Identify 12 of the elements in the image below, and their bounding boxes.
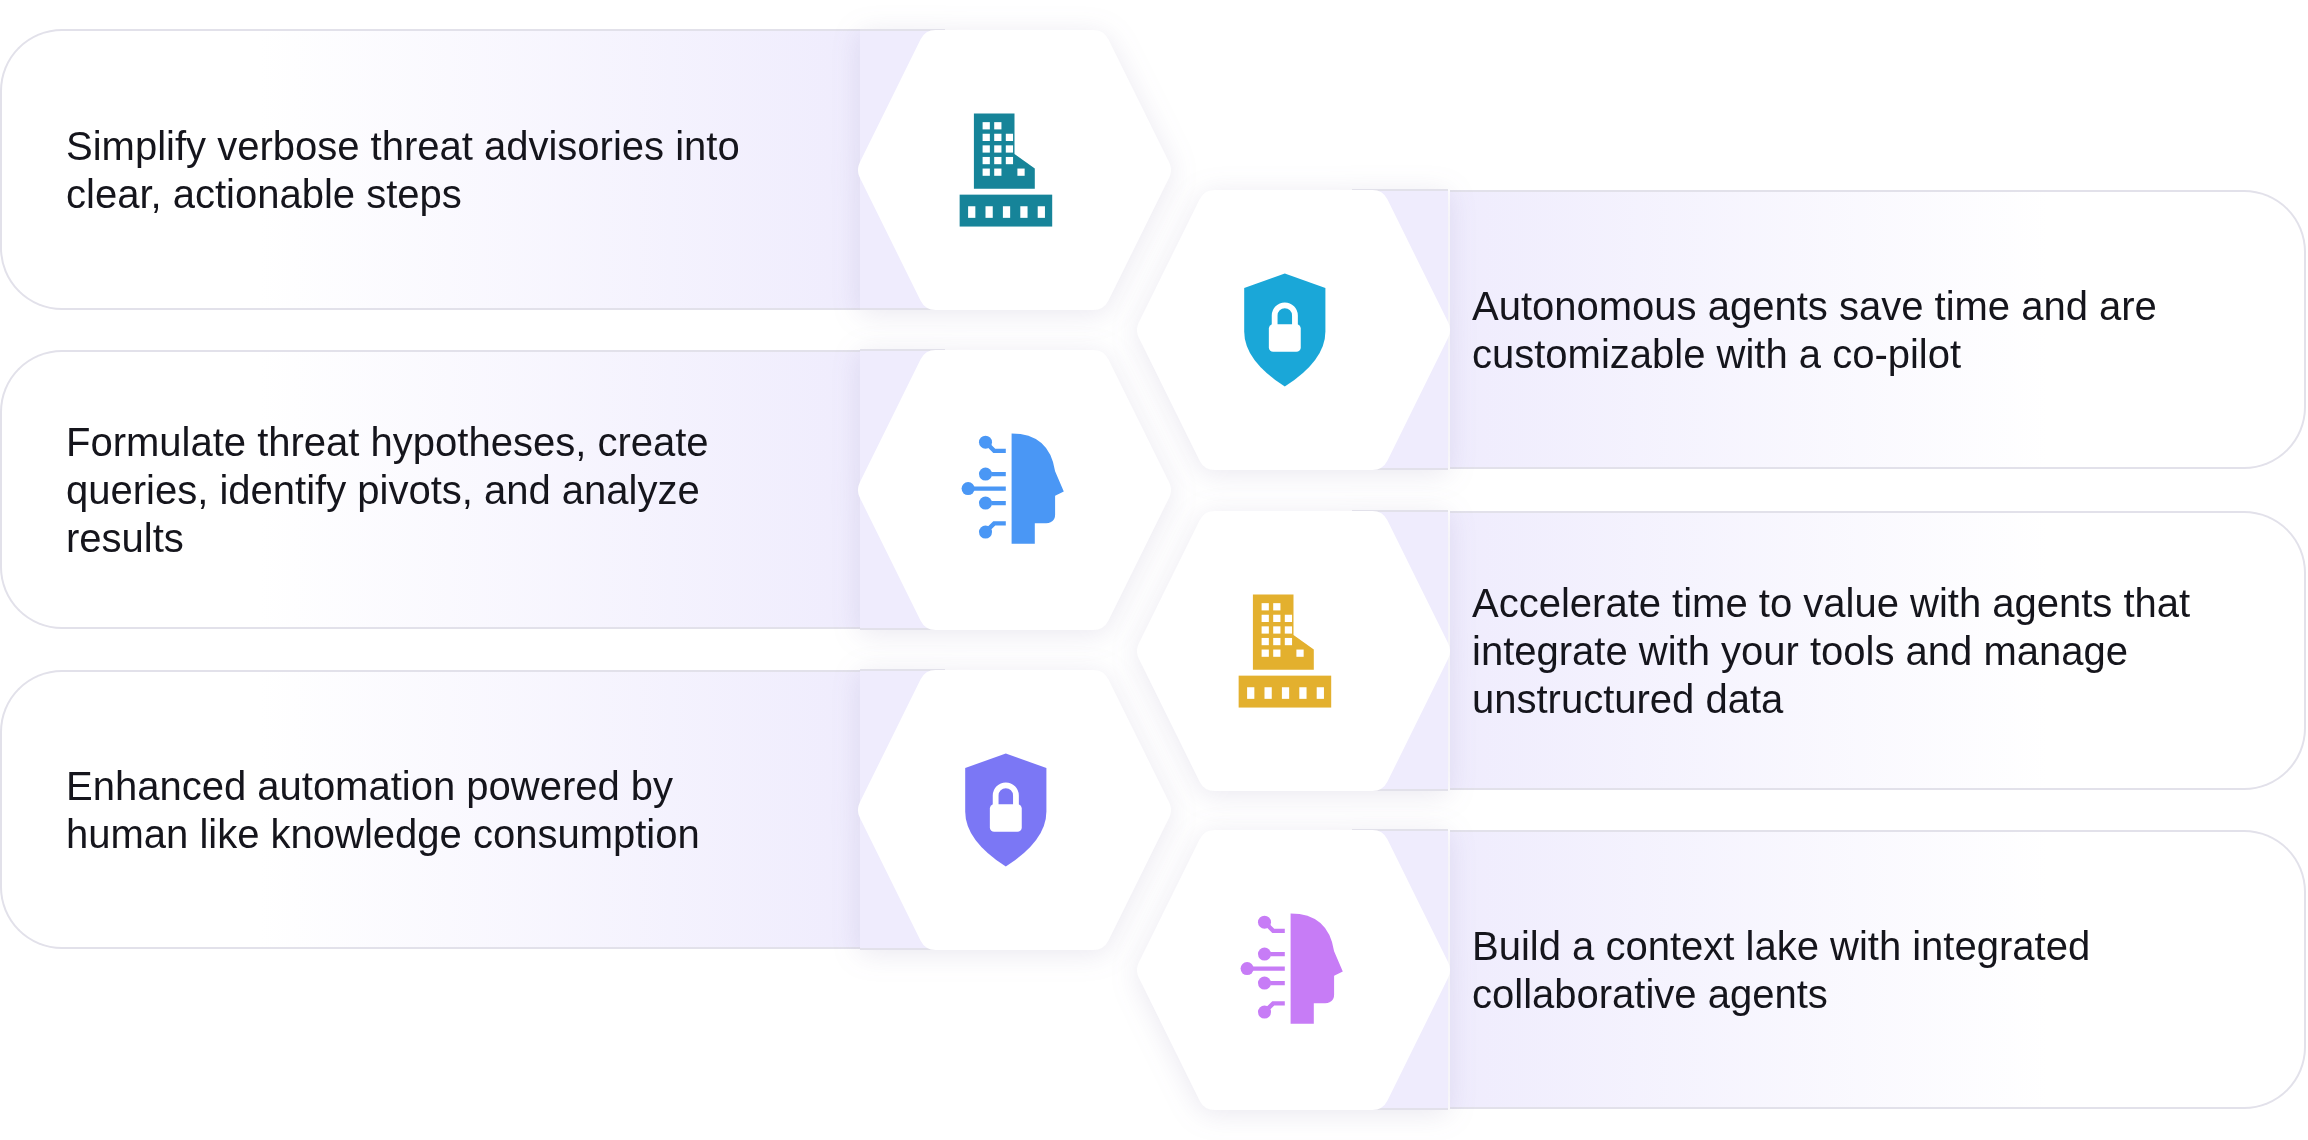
feature-card — [0, 350, 860, 629]
card-text: Autonomous agents save time and are customizable with a co-pilot — [1472, 282, 2158, 378]
feature-card — [1450, 190, 2306, 469]
card-text: Formulate threat hypotheses, create queries, identify pivots, and analyze results — [66, 418, 710, 562]
card-text: Simplify verbose threat advisories into clear, actionable steps — [66, 122, 741, 218]
feature-card — [1450, 511, 2306, 790]
feature-card — [1450, 830, 2306, 1109]
card-text: Enhanced automation powered by human like knowledge consumption — [66, 762, 701, 858]
feature-card — [0, 670, 860, 949]
feature-card — [0, 29, 860, 310]
card-text: Build a context lake with integrated collaborative agents — [1472, 922, 2092, 1018]
card-text: Accelerate time to value with agents that integrate with your tools and manage unstructured data — [1472, 579, 2192, 723]
